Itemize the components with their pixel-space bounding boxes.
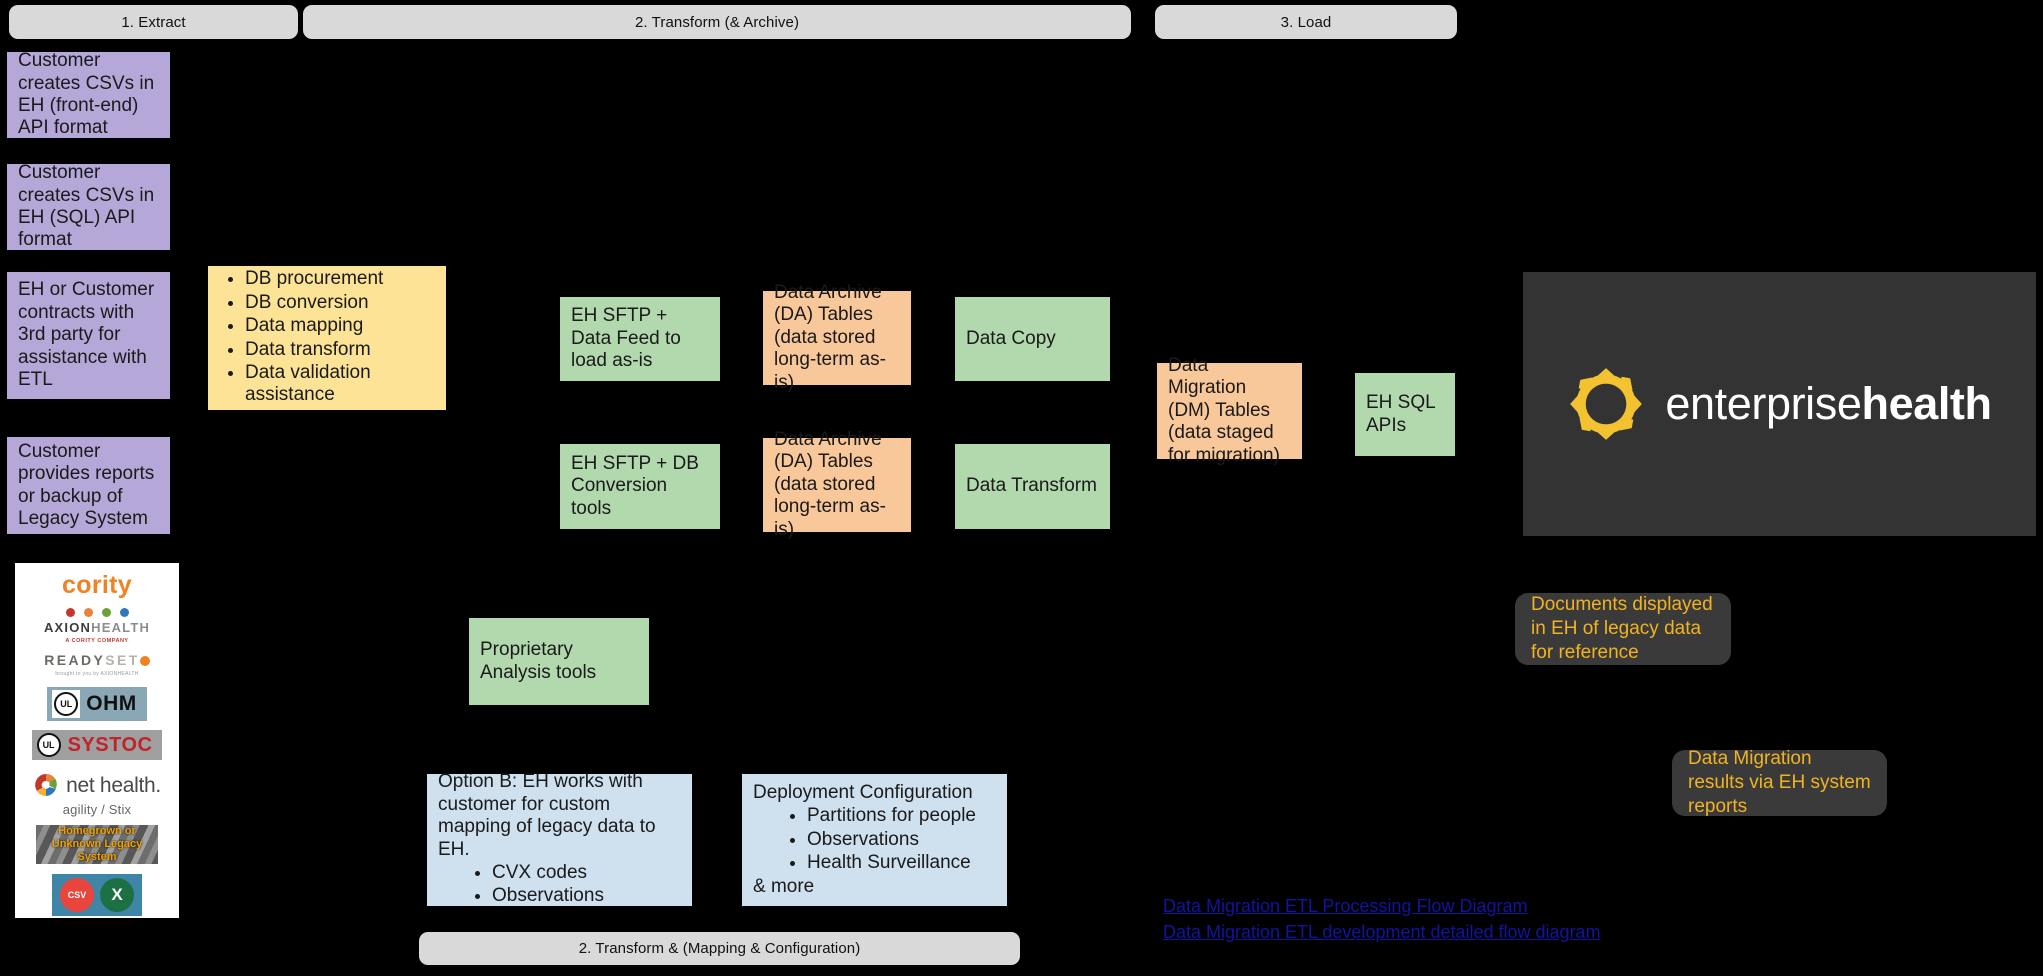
- flow-diagram-links: Data Migration ETL Processing Flow Diagr…: [1163, 893, 1601, 945]
- node-third-party-etl-text: EH or Customer contracts with 3rd party …: [18, 279, 155, 391]
- ohm-ul-mark: UL: [54, 692, 79, 717]
- brand-light-word: enterprise: [1665, 378, 1862, 429]
- deployment-config-list-item: Health Surveillance: [807, 852, 996, 874]
- callout-dm-results-reports-text: Data Migration results via EH system rep…: [1688, 747, 1871, 818]
- option-b-list-item: Observations: [492, 885, 681, 907]
- systoc-logo: UL SYSTOC: [31, 730, 163, 761]
- systoc-ul-mark: UL: [36, 733, 61, 758]
- node-data-copy-text: Data Copy: [966, 327, 1056, 349]
- option-b-list: CVX codes Observations: [438, 862, 681, 909]
- stage-bar-load-label: 3. Load: [1280, 13, 1332, 31]
- axion-tagline: A CORITY COMPANY: [65, 637, 129, 644]
- net-health-ring-icon: [35, 774, 57, 797]
- enterprise-health-lockup: enterprisehealth: [1567, 365, 1992, 443]
- node-csv-sql-api: Customer creates CSVs in EH (SQL) API fo…: [7, 162, 170, 251]
- readyset-dot-icon: [139, 655, 150, 666]
- node-da-tables-top-text: Data Archive (DA) Tables (data stored lo…: [774, 281, 886, 393]
- node-legacy-reports-backup-text: Customer provides reports or backup of L…: [18, 440, 155, 529]
- node-da-tables-bottom: Data Archive (DA) Tables (data stored lo…: [763, 429, 911, 540]
- deployment-config-list-item: Partitions for people: [807, 805, 996, 827]
- node-option-b-custom-mapping: Option B: EH works with customer for cus…: [427, 771, 692, 909]
- axion-bold: AXION: [43, 620, 92, 635]
- node-eh-sftp-db-convert: EH SFTP + DB Conversion tools: [560, 444, 720, 529]
- readyset-light: SET: [105, 651, 140, 668]
- axion-light: HEALTH: [91, 620, 151, 635]
- excel-file-icon: X: [100, 878, 134, 913]
- node-eh-sftp-db-convert-text: EH SFTP + DB Conversion tools: [571, 452, 699, 519]
- homegrown-legacy-caption: Homegrown or Unknown Legacy System: [51, 825, 143, 864]
- node-deployment-configuration: Deployment Configuration Partitions for …: [742, 774, 1007, 906]
- option-b-heading: Option B: EH works with customer for cus…: [438, 771, 656, 860]
- third-party-task-item: Data validation assistance: [245, 362, 435, 407]
- brand-bold-word: health: [1861, 378, 1992, 429]
- node-data-transform-text: Data Transform: [966, 475, 1097, 497]
- stage-bar-transform-mapping-config: 2. Transform & (Mapping & Configuration): [419, 932, 1020, 965]
- third-party-tasks-list: DB procurement DB conversion Data mappin…: [219, 268, 435, 407]
- stage-bar-transform-archive: 2. Transform (& Archive): [303, 5, 1131, 39]
- link-etl-development-flow[interactable]: Data Migration ETL development detailed …: [1163, 922, 1601, 943]
- callout-documents-displayed: Documents displayed in EH of legacy data…: [1515, 593, 1731, 665]
- link-etl-processing-flow[interactable]: Data Migration ETL Processing Flow Diagr…: [1163, 896, 1528, 916]
- cority-logo: cority: [62, 571, 132, 599]
- third-party-task-item: Data transform: [245, 339, 435, 361]
- node-csv-frontend-api-text: Customer creates CSVs in EH (front-end) …: [18, 50, 155, 139]
- node-third-party-etl: EH or Customer contracts with 3rd party …: [7, 272, 170, 399]
- third-party-task-item: DB procurement: [245, 268, 435, 290]
- node-da-tables-top: Data Archive (DA) Tables (data stored lo…: [763, 282, 911, 393]
- node-proprietary-analysis-tools-text: Proprietary Analysis tools: [480, 639, 597, 683]
- net-health-tagline: agility / Stix: [62, 802, 132, 818]
- enterprise-health-panel: enterprisehealth: [1523, 272, 2036, 536]
- deployment-config-list: Partitions for people Observations Healt…: [753, 805, 996, 875]
- homegrown-legacy-photo: Homegrown or Unknown Legacy System: [36, 825, 158, 865]
- node-eh-sql-apis-text: EH SQL APIs: [1366, 392, 1435, 436]
- readyset-logo: READYSET: [44, 651, 150, 668]
- axion-health-logo: AXIONHEALTH: [44, 621, 150, 635]
- node-data-transform: Data Transform: [955, 444, 1110, 529]
- deployment-config-list-item: Observations: [807, 829, 996, 851]
- node-data-copy: Data Copy: [955, 297, 1110, 381]
- node-third-party-tasks: DB procurement DB conversion Data mappin…: [208, 266, 446, 410]
- node-csv-frontend-api: Customer creates CSVs in EH (front-end) …: [7, 50, 170, 139]
- net-health-label: net health.: [66, 773, 161, 797]
- third-party-task-item: DB conversion: [245, 292, 435, 314]
- node-csv-sql-api-text: Customer creates CSVs in EH (SQL) API fo…: [18, 162, 155, 251]
- callout-documents-displayed-text: Documents displayed in EH of legacy data…: [1531, 593, 1713, 664]
- stage-bar-transform-archive-label: 2. Transform (& Archive): [634, 13, 800, 31]
- ul-badge-icon: UL: [52, 690, 81, 719]
- option-b-list-item: CVX codes: [492, 862, 681, 884]
- stage-bar-extract: 1. Extract: [9, 5, 298, 39]
- legacy-systems-logos: cority AXIONHEALTH A CORITY COMPANY READ…: [15, 563, 179, 918]
- node-eh-sql-apis: EH SQL APIs: [1355, 373, 1455, 456]
- node-dm-tables-text: Data Migration (DM) Tables (data staged …: [1168, 354, 1280, 466]
- deployment-config-footer: & more: [753, 875, 815, 897]
- csv-file-icon: CSV: [60, 878, 94, 913]
- readyset-tagline: brought to you by AXIONHEALTH: [55, 671, 139, 678]
- axion-health-dots-icon: [65, 608, 129, 617]
- node-legacy-reports-backup: Customer provides reports or backup of L…: [7, 437, 170, 534]
- node-eh-sftp-data-feed: EH SFTP + Data Feed to load as-is: [560, 297, 720, 381]
- csv-excel-files-icon: CSV X: [52, 874, 142, 917]
- ohm-label: OHM: [86, 692, 137, 716]
- ohm-logo: UL OHM: [47, 687, 147, 722]
- enterprise-health-wordmark: enterprisehealth: [1665, 378, 1992, 430]
- callout-dm-results-reports: Data Migration results via EH system rep…: [1672, 748, 1887, 817]
- net-health-logo: net health.: [33, 772, 161, 798]
- systoc-label: SYSTOC: [67, 733, 153, 756]
- stage-bar-load: 3. Load: [1155, 5, 1457, 39]
- deployment-config-heading: Deployment Configuration: [753, 781, 973, 803]
- third-party-task-item: Data mapping: [245, 315, 435, 337]
- node-da-tables-bottom-text: Data Archive (DA) Tables (data stored lo…: [774, 428, 886, 540]
- stage-bar-extract-label: 1. Extract: [121, 13, 186, 31]
- readyset-bold: READY: [44, 651, 106, 668]
- sun-ring-icon: [1570, 368, 1643, 440]
- node-dm-tables: Data Migration (DM) Tables (data staged …: [1157, 355, 1302, 466]
- node-proprietary-analysis-tools: Proprietary Analysis tools: [469, 618, 649, 705]
- stage-bar-transform-mapping-config-label: 2. Transform & (Mapping & Configuration): [578, 940, 861, 957]
- node-eh-sftp-data-feed-text: EH SFTP + Data Feed to load as-is: [571, 305, 681, 372]
